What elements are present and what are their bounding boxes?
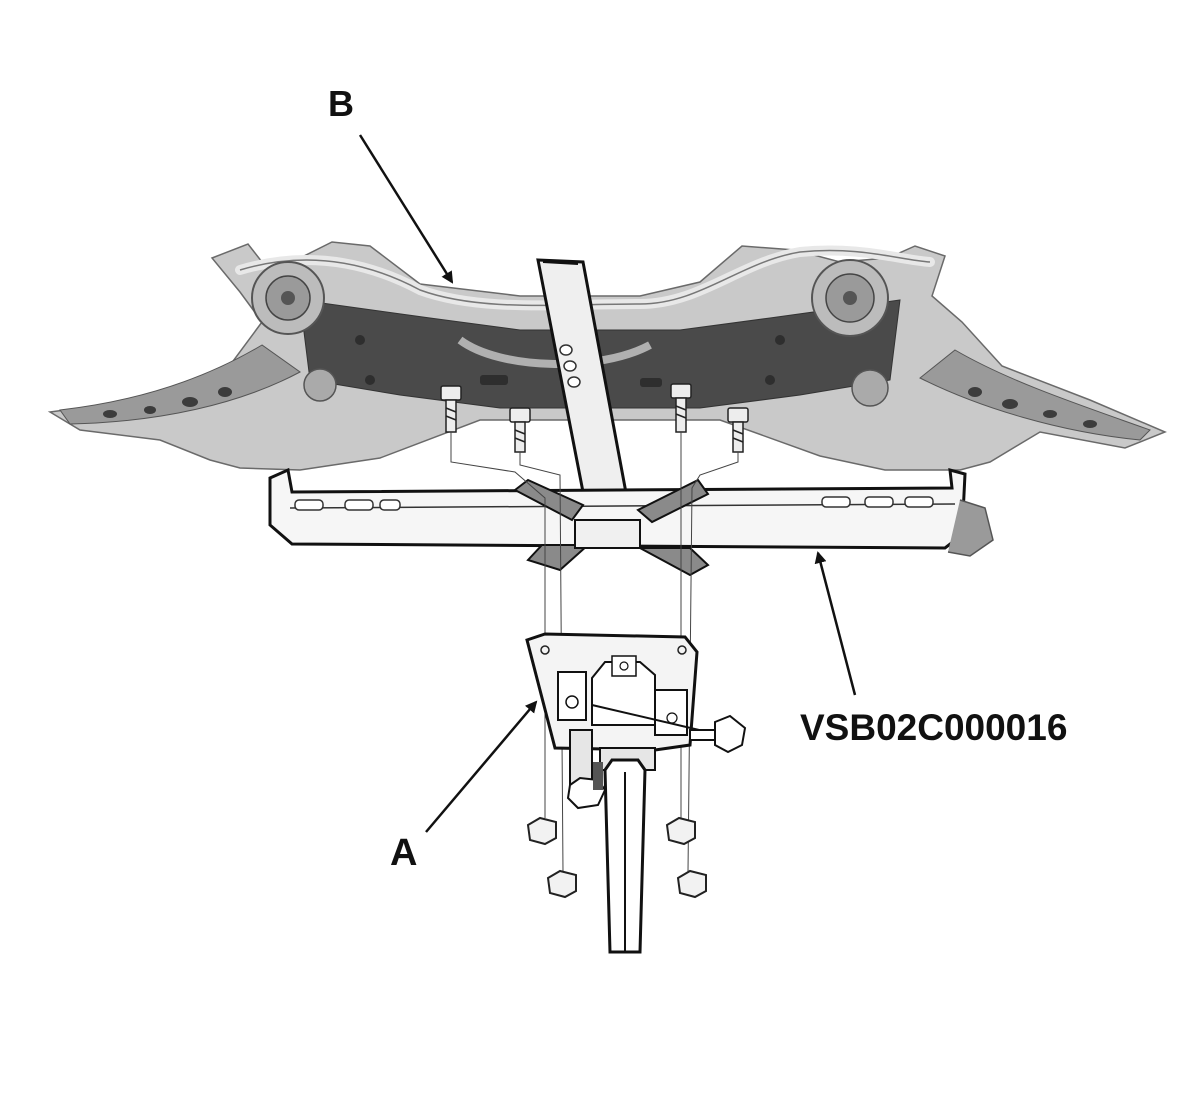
nut-2 — [546, 869, 577, 899]
mounting-nuts — [526, 816, 707, 899]
jack-post-illustration — [603, 758, 647, 954]
nut-1 — [526, 816, 557, 846]
callout-arrows — [358, 134, 857, 833]
callout-a-label: A — [390, 832, 417, 874]
bolt-1 — [440, 385, 462, 433]
bolt-3 — [670, 383, 692, 433]
bolt-4 — [727, 407, 749, 453]
tool-beam — [268, 467, 994, 577]
callout-tool-label: VSB02C000016 — [800, 707, 1067, 748]
nut-4 — [676, 869, 707, 899]
left-bushing — [251, 261, 325, 335]
arrow-a — [425, 700, 538, 833]
tool-adapter-illustration — [525, 632, 747, 810]
nut-3 — [665, 816, 696, 846]
bolt-2 — [509, 407, 531, 453]
arrow-b — [358, 134, 454, 284]
callout-b-label: B — [328, 83, 354, 124]
mounting-bolts — [440, 383, 749, 453]
arrow-tool — [814, 551, 857, 696]
subframe-illustration — [47, 241, 1167, 471]
right-bushing — [811, 259, 889, 337]
